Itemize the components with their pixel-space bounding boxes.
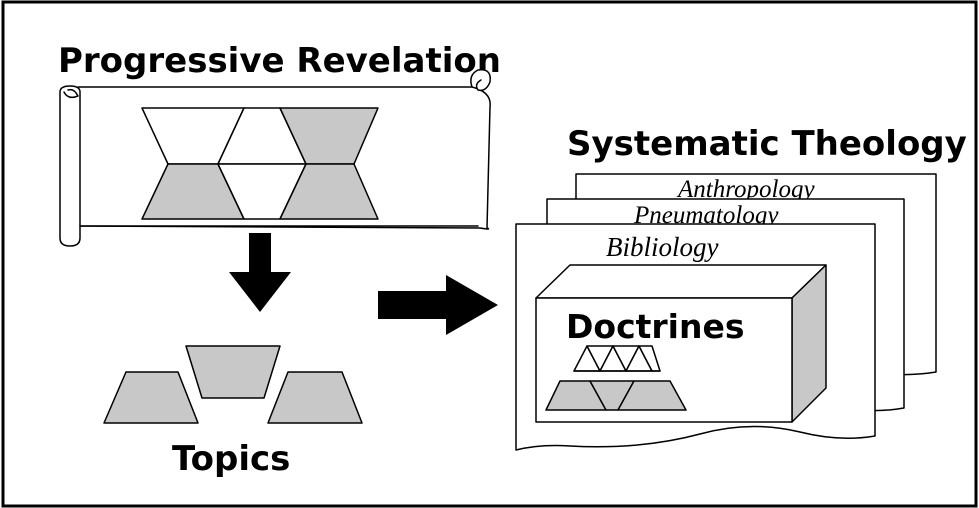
topics-icon — [103, 345, 363, 424]
topic-trapezoid-right — [267, 371, 363, 424]
topic-trapezoid-top — [185, 345, 281, 399]
box-top-face — [535, 264, 827, 299]
systematic-theology-title: Systematic Theology — [567, 124, 967, 164]
page-bibliology-label: Bibliology — [606, 232, 718, 262]
scroll-icon — [59, 69, 491, 247]
doctrine-bottom-3 — [617, 380, 687, 411]
right-arrow-icon — [378, 275, 498, 335]
doctrine-blocks — [545, 345, 687, 411]
doctrines-label: Doctrines — [566, 307, 745, 346]
topics-label: Topics — [172, 439, 290, 479]
scroll-trapezoid-bottom-3 — [279, 163, 379, 220]
scroll-roll-curl — [63, 88, 79, 99]
down-arrow-icon — [229, 233, 291, 312]
scroll-left-roll — [59, 85, 81, 247]
progressive-revelation-title: Progressive Revelation — [58, 41, 501, 81]
scroll-curl-top — [470, 69, 491, 92]
topic-trapezoid-left — [103, 371, 199, 424]
